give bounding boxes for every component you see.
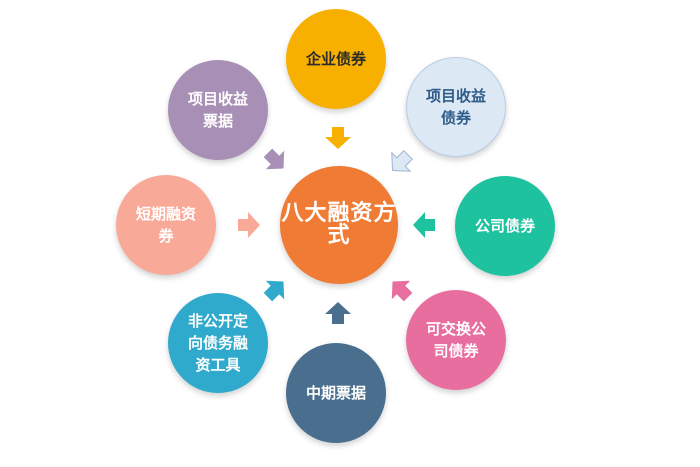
node-label-short-term-note: 短期融资券 xyxy=(135,205,196,245)
node-label-enterprise-bond: 企业债券 xyxy=(305,50,366,68)
arrow-medium-term-note-icon xyxy=(325,302,351,324)
node-corporate-bond: 公司债券 xyxy=(455,176,555,276)
arrow-short-term-note-icon xyxy=(238,212,260,238)
arrow-project-revenue-note-icon xyxy=(263,148,285,170)
node-label-project-revenue-bond: 项目收益债券 xyxy=(425,87,486,127)
node-label-exchangeable-bond: 可交换公司债券 xyxy=(425,320,486,360)
node-label-ppn: 非公开定向债务融资工具 xyxy=(187,312,248,374)
node-label-medium-term-note: 中期票据 xyxy=(305,384,366,402)
arrow-ppn-icon xyxy=(263,280,285,302)
node-short-term-note: 短期融资券 xyxy=(116,175,216,275)
arrow-enterprise-bond-icon xyxy=(325,127,351,149)
arrow-project-revenue-bond-icon xyxy=(391,149,414,172)
node-project-revenue-bond: 项目收益债券 xyxy=(406,57,506,157)
node-label-corporate-bond: 公司债券 xyxy=(474,217,535,235)
center-label: 八大融资方式 xyxy=(281,201,397,248)
node-medium-term-note: 中期票据 xyxy=(286,343,386,443)
arrow-corporate-bond-icon xyxy=(413,212,435,238)
node-exchangeable-bond: 可交换公司债券 xyxy=(406,290,506,390)
node-ppn: 非公开定向债务融资工具 xyxy=(168,293,268,393)
node-label-project-revenue-note: 项目收益票据 xyxy=(187,90,248,130)
arrow-exchangeable-bond-icon xyxy=(391,280,413,302)
node-project-revenue-note: 项目收益票据 xyxy=(168,60,268,160)
center-circle: 八大融资方式 xyxy=(280,166,398,284)
node-enterprise-bond: 企业债券 xyxy=(286,9,386,109)
